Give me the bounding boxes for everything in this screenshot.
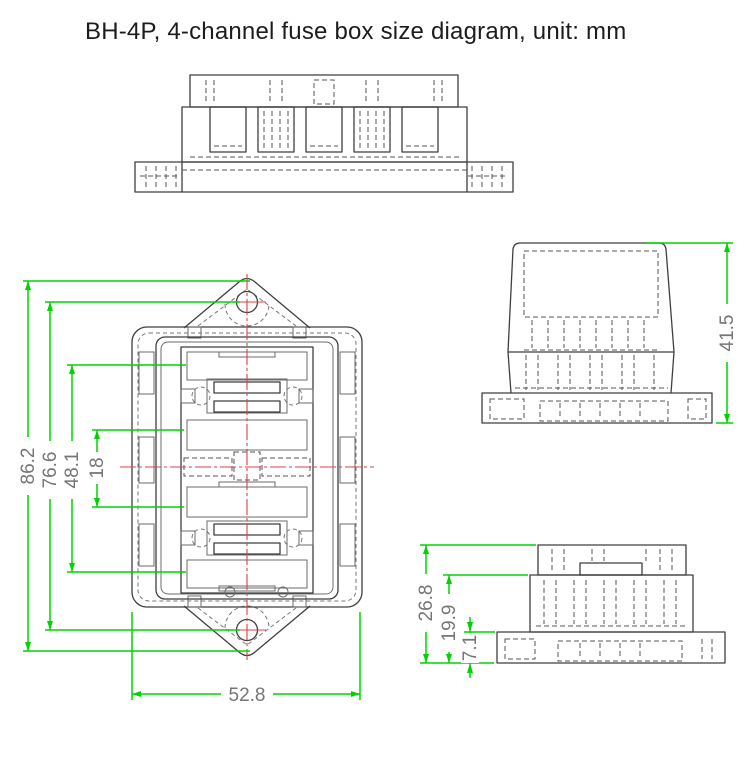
side-cover-dimension: 41.5	[646, 242, 738, 424]
dim-label-channel: 18	[87, 457, 108, 478]
dim-label-overall: 86.2	[18, 448, 39, 485]
dim-label-total-height: 26.8	[416, 585, 437, 622]
front-view	[134, 74, 514, 193]
dim-label-body-height: 19.9	[439, 605, 460, 642]
side-view-cover	[481, 242, 713, 424]
plan-dimensions: 86.2 76.6 48.1 18 52.8	[18, 280, 361, 706]
dim-label-hole-spacing: 76.6	[40, 452, 61, 489]
dim-label-width: 52.8	[229, 685, 266, 706]
dim-label-base-height: 7.1	[460, 635, 481, 661]
dim-label-inner: 48.1	[62, 452, 83, 489]
page-title: BH-4P, 4-channel fuse box size diagram, …	[85, 18, 627, 45]
side-open-dimensions: 26.8 19.9 7.1	[416, 544, 536, 678]
side-view-open	[496, 544, 726, 664]
plan-view	[120, 274, 374, 660]
dim-label-cover-height: 41.5	[717, 315, 738, 352]
